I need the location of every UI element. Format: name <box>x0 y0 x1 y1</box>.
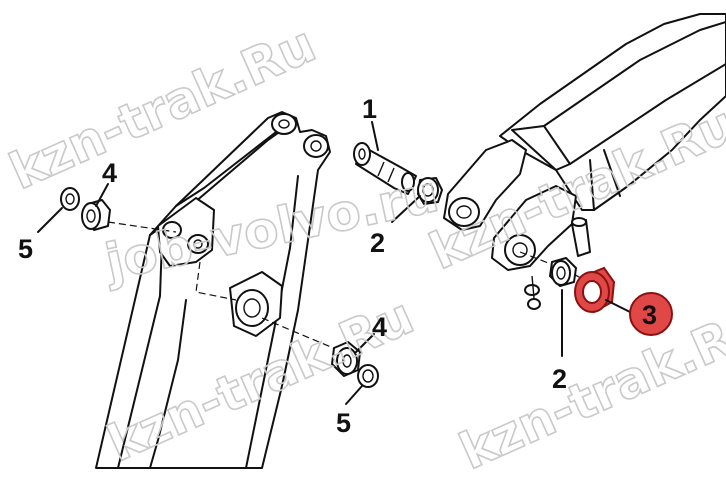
right-arm-eye-bottom <box>504 234 536 266</box>
lock-washer <box>527 298 541 310</box>
label-4-top: 4 <box>102 158 117 188</box>
right-arm-eye-top <box>448 197 480 227</box>
left-bottom-bushing-4 <box>331 341 361 377</box>
label-3: 3 <box>642 300 657 330</box>
left-boom-body <box>95 111 331 469</box>
right-arm <box>443 13 726 310</box>
left-boom-top-eye-1 <box>271 113 297 135</box>
left-boom-top-eye-2 <box>303 134 329 158</box>
label-2-bottom: 2 <box>552 364 567 394</box>
left-boom-lower-eye <box>235 289 269 327</box>
nut <box>524 284 540 296</box>
leader-lines <box>37 121 631 405</box>
label-5-bottom: 5 <box>336 408 351 438</box>
label-1: 1 <box>362 94 377 124</box>
callout-labels: 1 2 2 3 4 4 5 5 <box>18 94 673 438</box>
label-5-top: 5 <box>18 234 33 264</box>
right-arm-body <box>499 13 726 211</box>
highlighted-part-3 <box>574 266 616 314</box>
left-bottom-washer-5 <box>357 364 379 388</box>
watermark-text: kzn-trak.Ru <box>451 295 726 481</box>
label-2-top: 2 <box>370 228 385 258</box>
callout-3-circle <box>629 292 673 336</box>
top-bushing-2 <box>417 177 443 205</box>
left-boom <box>95 111 331 469</box>
right-bushing-2 <box>549 257 577 287</box>
left-top-washer-5 <box>60 187 80 211</box>
label-4-bottom: 4 <box>372 312 387 342</box>
left-top-bushing-4 <box>81 199 111 231</box>
pin-1 <box>353 142 417 195</box>
left-assembly-lines <box>107 221 339 351</box>
